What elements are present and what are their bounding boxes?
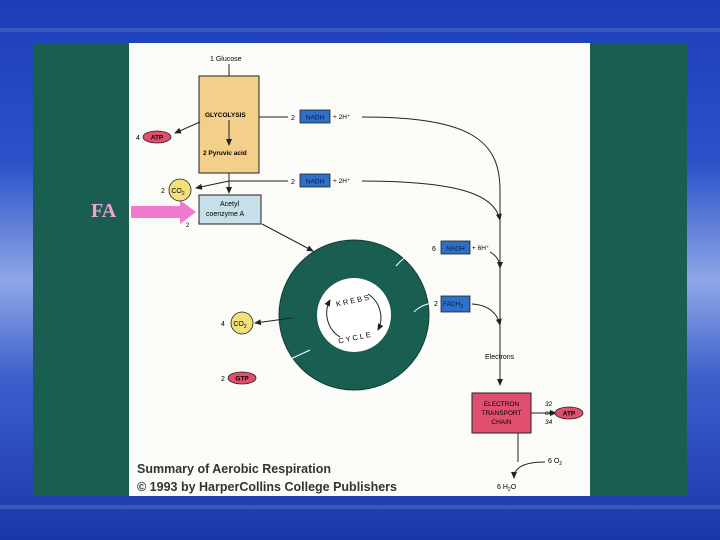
co2-text-top: CO [171,188,182,195]
nadh-label-1: NADH [306,115,325,122]
pyruvic-acid-label: 2 Pyruvic acid [203,150,247,157]
co2-count-krebs: 4 [221,321,225,328]
fadh-sub: 2 [460,304,463,310]
krebs-arrow-left [324,299,341,338]
co2-sub-krebs: 2 [244,324,247,330]
fadh-box [440,295,471,313]
atp-yield-or: or [545,410,552,417]
glucose-label: 1 Glucose [210,56,242,63]
atp-oval-glycolysis [142,130,172,144]
nadh-label-2: NADH [306,179,325,186]
gtp-count: 2 [221,376,225,383]
glycolysis-atp-arrow [174,121,201,134]
atp-yield-a: 32 [545,401,553,408]
etc-box [471,392,532,434]
oxygen-water-arrow [511,461,546,479]
acetyl-count: 2 [186,223,190,229]
caption-copyright: © 1993 by HarperCollins College Publishe… [137,480,397,494]
nadh2-electron-path [361,180,502,221]
nadh1-electron-path [361,116,503,386]
nadh-count-1: 2 [291,115,295,122]
nadh-count-2: 2 [291,179,295,186]
gtp-label: GTP [235,376,249,383]
water-o: O [511,484,517,491]
etc-line1: ELECTRON [484,401,520,408]
fa-label: FA [91,200,117,222]
h-plus-3: + 6H⁺ [472,245,490,252]
electrons-label: Electrons [485,354,515,361]
co2-circle-top [168,178,192,202]
fadh-count: 2 [434,301,438,308]
fadh-electron-path [471,303,502,326]
caption: Summary of Aerobic Respiration © 1993 by… [137,460,397,496]
nadh-count-3: 6 [432,246,436,253]
etc-line3: CHAIN [491,419,512,426]
krebs-arrow-right [367,293,384,331]
atp-oval-etc [554,406,584,420]
nadh-box-2 [299,173,331,188]
atp-label-etc: ATP [563,411,576,418]
caption-title: Summary of Aerobic Respiration [137,462,332,476]
fadh-text: FADH [443,301,461,308]
water-sub: 2 [508,487,511,493]
co2-label-top: CO2 [171,188,185,197]
oxygen-sub: 2 [559,461,562,467]
krebs-gtp-arrow [257,349,311,375]
nadh-label-3: NADH [446,246,465,253]
nadh-box-3 [440,240,471,255]
co2-sub-top: 2 [182,191,185,197]
oxygen-label: 6 O2 [548,458,562,467]
water-text: 6 H [497,484,508,491]
oxygen-text: 6 O [548,458,560,465]
fadh-label: FADH2 [443,301,463,310]
atp-count-glycolysis: 4 [136,135,140,142]
co2-circle-krebs [230,311,254,335]
krebs-nadh-arrow [395,247,439,267]
acetyl-line2: coenzyme A [206,211,244,218]
acetyl-coa-box [198,194,262,225]
h-plus-2: + 2H⁺ [333,178,351,185]
water-label: 6 H2O [497,484,517,493]
acetyl-line1: Acetyl [220,201,240,208]
nadh3-electron-path [489,251,503,269]
co2-text-krebs: CO [233,321,244,328]
acetyl-krebs-arrow [261,223,314,252]
fa-arrow [131,200,196,224]
atp-yield-b: 34 [545,419,553,426]
co2-count-top: 2 [161,188,165,195]
gtp-oval [227,371,257,385]
atp-label-glycolysis: ATP [151,135,164,142]
nadh-box-1 [299,109,331,124]
co2-label-krebs: CO2 [233,321,247,330]
krebs-fadh-arrow [413,302,437,313]
glycolysis-label: GLYCOLYSIS [205,112,246,119]
krebs-co2-arrow [254,317,293,326]
etc-line2: TRANSPORT [482,410,522,417]
h-plus-1: + 2H⁺ [333,114,351,121]
co2-arrow-top [195,180,230,190]
